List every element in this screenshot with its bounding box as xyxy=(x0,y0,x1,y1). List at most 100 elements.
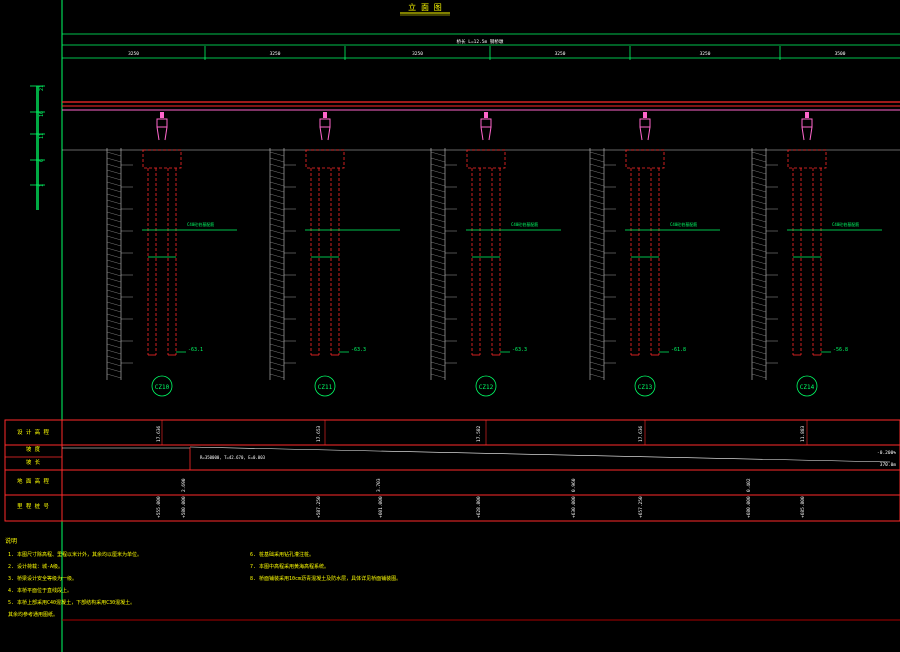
soil-hatch xyxy=(751,229,767,235)
soil-hatch xyxy=(589,169,605,175)
soil-hatch xyxy=(106,355,122,361)
pile-note: C40砼桩基配筋 xyxy=(670,221,697,227)
soil-hatch xyxy=(430,205,446,211)
soil-hatch xyxy=(430,247,446,253)
note-line: 3. 桥梁设计安全等级为一级。 xyxy=(8,575,77,582)
soil-hatch xyxy=(430,319,446,325)
soil-hatch xyxy=(589,313,605,319)
grade-curve-text: R=350000, T=42.670, E=0.003 xyxy=(200,455,266,460)
soil-hatch xyxy=(751,337,767,343)
bearing xyxy=(805,112,809,118)
soil-hatch xyxy=(106,175,122,181)
soil-hatch xyxy=(589,175,605,181)
soil-hatch xyxy=(269,373,285,379)
soil-hatch xyxy=(751,271,767,277)
soil-hatch xyxy=(751,289,767,295)
notes-heading: 说明 xyxy=(5,537,17,545)
soil-hatch xyxy=(430,211,446,217)
pier-column xyxy=(480,126,484,141)
soil-hatch xyxy=(269,193,285,199)
pier-id: CZ13 xyxy=(638,384,653,391)
scale-label: 21 xyxy=(39,85,45,91)
soil-hatch xyxy=(430,169,446,175)
pier-label-circle xyxy=(634,375,656,397)
soil-hatch xyxy=(430,259,446,265)
soil-hatch xyxy=(589,373,605,379)
soil-hatch xyxy=(269,271,285,277)
station-number: +580.000 xyxy=(181,496,187,518)
soil-hatch xyxy=(106,349,122,355)
soil-hatch xyxy=(751,343,767,349)
soil-hatch xyxy=(269,229,285,235)
soil-hatch xyxy=(430,265,446,271)
soil-hatch xyxy=(430,151,446,157)
soil-hatch xyxy=(589,355,605,361)
soil-hatch xyxy=(106,211,122,217)
pile-tip-elev: -63.1 xyxy=(188,347,203,353)
ground-elevation: 0.402 xyxy=(746,478,752,492)
soil-hatch xyxy=(269,181,285,187)
soil-hatch xyxy=(589,205,605,211)
pile-tip-elev: -63.3 xyxy=(512,347,527,353)
pile-tip-elev: -56.8 xyxy=(833,347,848,353)
pier-column xyxy=(801,118,813,128)
soil-hatch xyxy=(430,229,446,235)
soil-hatch xyxy=(269,265,285,271)
soil-hatch xyxy=(589,271,605,277)
pile-cap xyxy=(466,149,506,169)
grade-percent: -0.200% xyxy=(877,450,896,456)
soil-hatch xyxy=(269,151,285,157)
soil-hatch xyxy=(430,367,446,373)
pier-column xyxy=(319,126,323,141)
soil-hatch xyxy=(751,331,767,337)
soil-hatch xyxy=(269,253,285,259)
design-elevation: 17.653 xyxy=(316,425,322,442)
soil-hatch xyxy=(106,289,122,295)
soil-hatch xyxy=(751,349,767,355)
profile-table xyxy=(4,419,900,522)
soil-hatch xyxy=(106,271,122,277)
span-label: 3250 xyxy=(412,51,423,57)
soil-hatch xyxy=(589,277,605,283)
soil-hatch xyxy=(751,367,767,373)
soil-hatch xyxy=(430,235,446,241)
soil-hatch xyxy=(269,187,285,193)
soil-hatch xyxy=(751,265,767,271)
soil-hatch xyxy=(430,157,446,163)
soil-hatch xyxy=(106,325,122,331)
pier-column xyxy=(319,118,331,128)
soil-hatch xyxy=(589,307,605,313)
soil-hatch xyxy=(430,271,446,277)
soil-hatch xyxy=(106,193,122,199)
soil-hatch xyxy=(589,211,605,217)
ground-elevation: 2.690 xyxy=(181,478,187,492)
station-number: +628.800 xyxy=(476,496,482,518)
soil-hatch xyxy=(589,241,605,247)
soil-hatch xyxy=(269,289,285,295)
soil-hatch xyxy=(589,253,605,259)
soil-hatch xyxy=(269,217,285,223)
pier-id: CZ10 xyxy=(155,384,170,391)
soil-hatch xyxy=(751,325,767,331)
pier-column xyxy=(639,118,651,128)
soil-hatch xyxy=(430,373,446,379)
soil-hatch xyxy=(589,343,605,349)
soil-hatch xyxy=(430,223,446,229)
station-number: +555.000 xyxy=(156,496,162,518)
pier-column xyxy=(488,126,492,141)
design-elevation: 17.582 xyxy=(476,425,482,442)
ground-elevation: 0.960 xyxy=(571,478,577,492)
soil-hatch xyxy=(269,349,285,355)
pile-note: C40砼桩基配筋 xyxy=(187,221,214,227)
scale-label: 16 xyxy=(39,111,45,117)
pier-label-circle xyxy=(314,375,336,397)
grade-length: 370.0m xyxy=(880,462,897,468)
soil-hatch xyxy=(589,295,605,301)
span-label: 3250 xyxy=(555,51,566,57)
soil-hatch xyxy=(751,319,767,325)
soil-hatch xyxy=(589,151,605,157)
soil-hatch xyxy=(269,169,285,175)
